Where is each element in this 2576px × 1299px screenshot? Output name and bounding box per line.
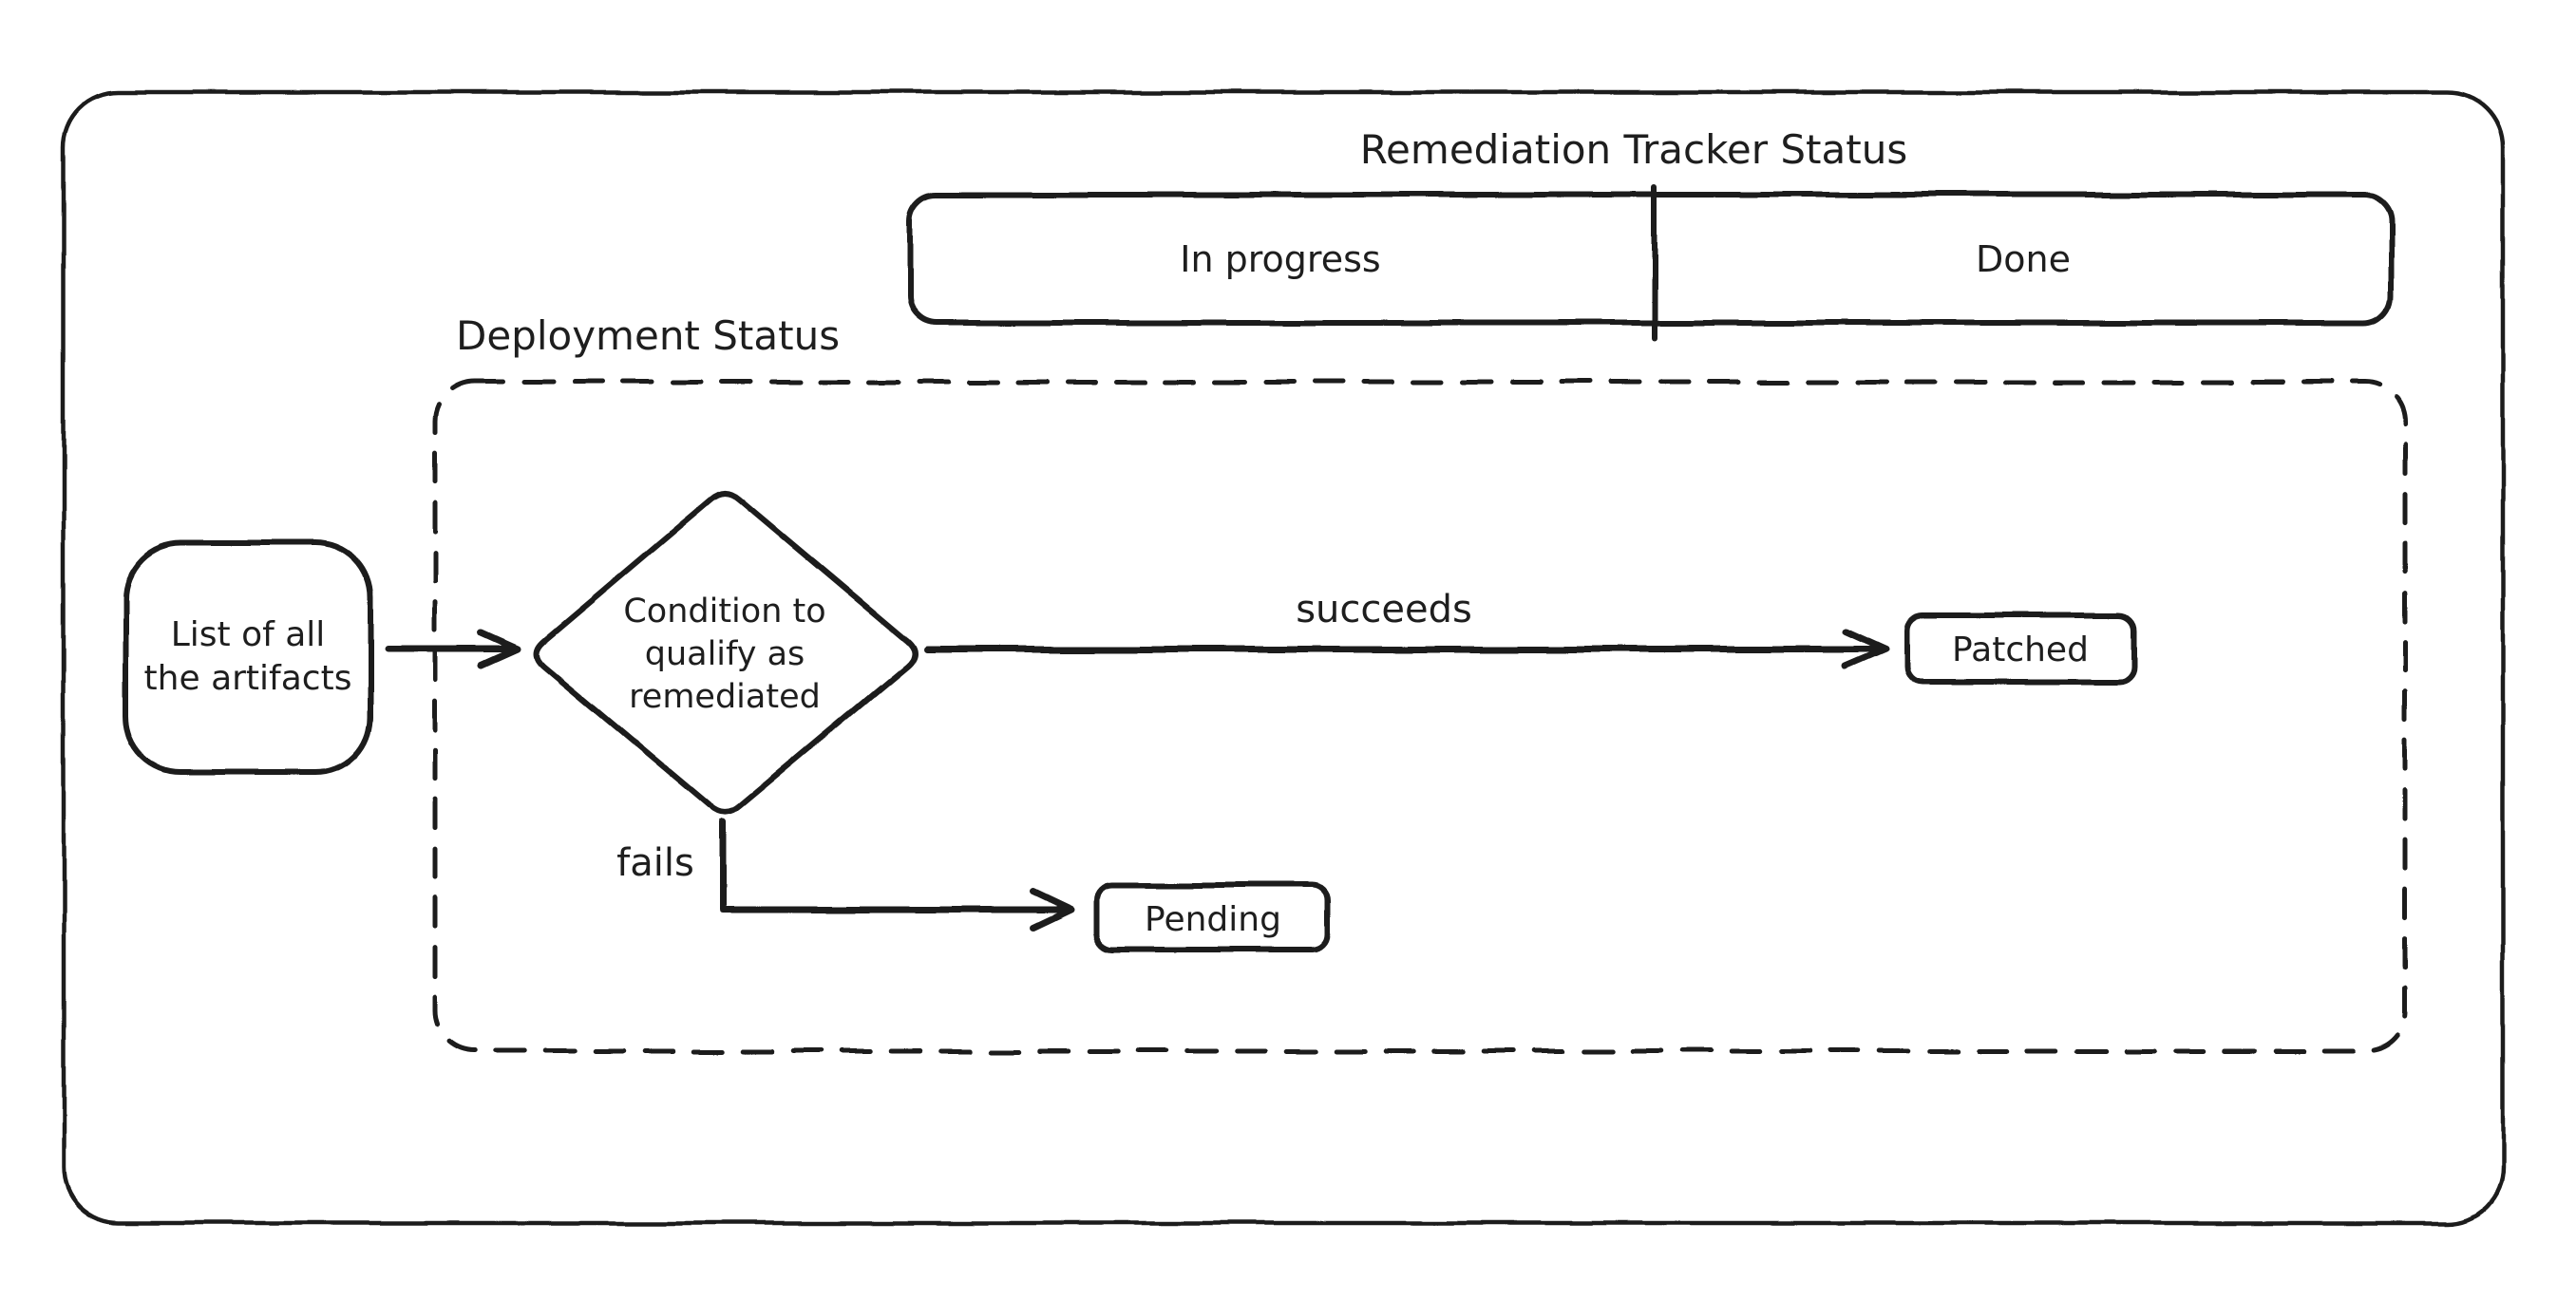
condition-label-line1: Condition to [623,593,825,631]
succeeds-edge-label: succeeds [1296,588,1472,631]
arrow-artifacts-to-condition [384,630,521,669]
patched-node-box [1904,612,2137,685]
outer-frame [61,89,2506,1226]
pending-node-label: Pending [1145,900,1281,939]
condition-label-line3: remediated [629,678,821,716]
tracker-cell-done: Done [1976,238,2071,280]
artifacts-node-box [123,540,373,775]
condition-label-line2: qualify as [645,635,805,673]
condition-diamond [533,490,918,816]
fails-edge-label: fails [616,841,694,885]
patched-node-label: Patched [1952,631,2089,669]
tracker-bar [907,192,2394,326]
artifacts-node-label-line2: the artifacts [144,659,352,698]
deployment-group-label: Deployment Status [456,312,840,359]
pending-node-box [1094,882,1331,952]
arrow-succeeds [922,628,1889,670]
arrow-fails [718,819,1075,932]
deployment-group-container [432,379,2408,1054]
tracker-cell-in-progress: In progress [1180,238,1380,280]
diagram-title: Remediation Tracker Status [1360,126,1907,173]
artifacts-node-label-line1: List of all [171,615,326,654]
